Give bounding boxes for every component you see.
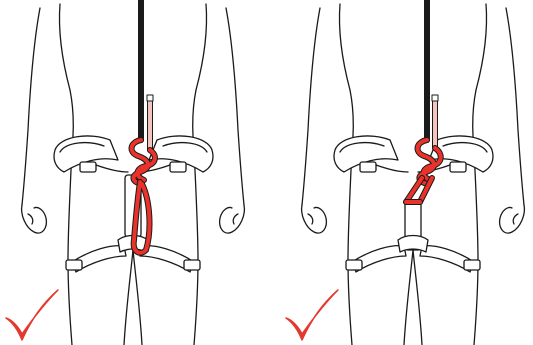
rope-left [132,0,155,253]
rope-right [406,0,441,202]
check-mark-icon [6,290,58,340]
check-mark-icon [286,290,338,340]
waist-belt [334,136,493,172]
